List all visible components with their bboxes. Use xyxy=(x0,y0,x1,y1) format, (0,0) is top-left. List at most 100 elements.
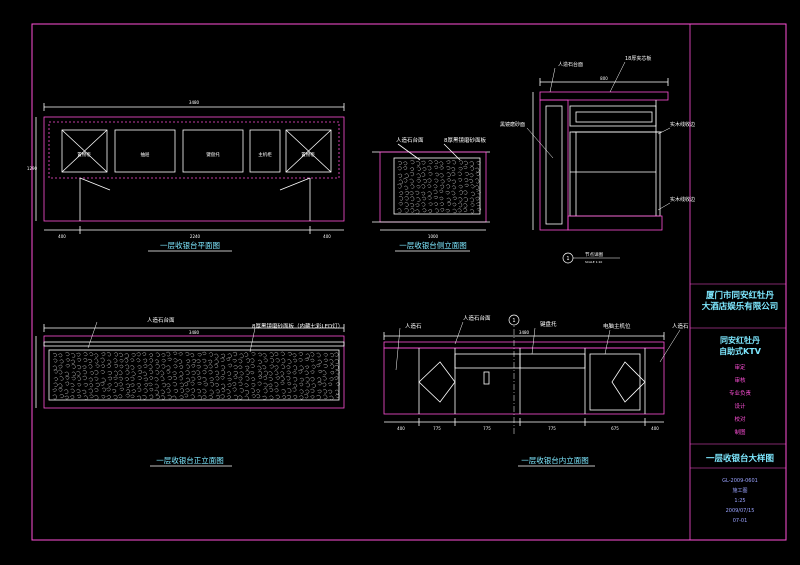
stone-hatch-mark xyxy=(131,353,136,357)
stone-hatch-mark xyxy=(262,376,268,380)
side-elevation xyxy=(372,143,490,231)
stone-hatch-mark xyxy=(446,172,451,177)
stone-hatch-mark xyxy=(415,161,421,166)
stone-hatch-mark xyxy=(166,383,171,388)
stone-hatch-mark xyxy=(118,352,124,357)
stone-hatch-mark xyxy=(468,179,474,183)
stone-hatch-mark xyxy=(155,370,160,375)
stone-hatch-mark xyxy=(269,395,274,400)
detail-marker-scale: SCALE 1:10 xyxy=(585,260,602,264)
stone-hatch-mark xyxy=(213,363,219,368)
stone-hatch-mark xyxy=(281,358,286,364)
stone-hatch-mark xyxy=(137,370,143,374)
stone-hatch-mark xyxy=(463,203,468,208)
stone-hatch-mark xyxy=(398,179,403,185)
stone-hatch-mark xyxy=(415,203,420,207)
stone-hatch-mark xyxy=(439,166,444,170)
stone-hatch-mark xyxy=(404,201,409,207)
stone-hatch-mark xyxy=(286,395,292,400)
stone-hatch-mark xyxy=(451,160,457,165)
stone-hatch-mark xyxy=(214,353,219,359)
stone-hatch-mark xyxy=(464,178,469,182)
inner-callout-2: 人造石台面 xyxy=(463,314,491,322)
front-stone-pattern xyxy=(52,351,341,401)
stone-hatch-mark xyxy=(143,377,148,382)
stone-hatch-mark xyxy=(310,352,315,357)
stone-hatch-mark xyxy=(107,383,112,387)
stone-hatch-mark xyxy=(220,369,226,375)
stone-hatch-mark xyxy=(255,393,261,399)
stone-hatch-mark xyxy=(321,382,327,387)
stone-hatch-mark xyxy=(220,383,226,389)
stone-hatch-mark xyxy=(190,381,195,386)
inner-dim-b3: 775 xyxy=(483,426,491,431)
stone-hatch-mark xyxy=(446,166,451,170)
stone-hatch-mark xyxy=(100,364,106,368)
stone-hatch-mark xyxy=(196,370,201,375)
stone-hatch-mark xyxy=(427,184,432,188)
stone-hatch-mark xyxy=(439,184,445,189)
stone-hatch-mark xyxy=(166,370,171,374)
stone-hatch-mark xyxy=(250,387,256,393)
stone-hatch-mark xyxy=(244,390,250,395)
detail-marker xyxy=(562,252,620,264)
stone-hatch-mark xyxy=(185,377,191,383)
inner-marker xyxy=(508,314,520,326)
stone-hatch-mark xyxy=(268,383,273,388)
stone-hatch-mark xyxy=(263,382,268,388)
stone-hatch-mark xyxy=(208,364,213,369)
stone-hatch-mark xyxy=(415,190,420,195)
stone-hatch-mark xyxy=(227,377,232,382)
stone-hatch-mark xyxy=(280,381,285,385)
stone-hatch-mark xyxy=(76,376,82,381)
stone-hatch-mark xyxy=(464,172,470,176)
stone-hatch-mark xyxy=(197,395,202,400)
stone-hatch-mark xyxy=(233,370,238,375)
stone-hatch-mark xyxy=(458,190,464,195)
stone-hatch-mark xyxy=(125,383,130,388)
stone-hatch-mark xyxy=(304,357,309,361)
stone-hatch-mark xyxy=(148,376,154,380)
stone-hatch-mark xyxy=(404,208,409,213)
front-callout-2: 8厚黑镜磨砂面板（内藏七彩LED灯） xyxy=(252,322,343,330)
stone-hatch-mark xyxy=(397,160,403,165)
stone-hatch-mark xyxy=(196,376,202,380)
stone-hatch-mark xyxy=(172,371,177,376)
stone-hatch-mark xyxy=(298,382,304,387)
stone-hatch-mark xyxy=(439,173,444,178)
stone-hatch-mark xyxy=(292,371,297,375)
stone-hatch-mark xyxy=(94,395,99,400)
side-title: 一层收银台侧立面图 xyxy=(399,240,467,250)
stone-hatch-mark xyxy=(323,364,328,369)
stone-hatch-mark xyxy=(220,364,226,370)
stone-hatch-mark xyxy=(142,358,148,363)
stone-hatch-mark xyxy=(148,364,153,370)
stone-hatch-mark xyxy=(244,383,249,388)
stone-hatch-mark xyxy=(422,208,427,213)
stone-hatch-mark xyxy=(299,365,304,371)
inner-marker-number: 1 xyxy=(512,318,515,324)
section-callout-2: 18厚夹芯板 xyxy=(625,55,651,62)
stone-hatch-mark xyxy=(94,388,99,392)
stone-hatch-mark xyxy=(433,165,439,169)
stone-hatch-mark xyxy=(113,370,119,376)
stone-hatch-mark xyxy=(148,388,154,392)
front-dim-top: 3480 xyxy=(189,330,200,335)
stone-hatch-mark xyxy=(268,371,273,376)
stone-hatch-mark xyxy=(178,365,184,369)
stone-hatch-mark xyxy=(183,382,189,387)
stone-hatch-mark xyxy=(427,209,433,213)
stone-hatch-mark xyxy=(439,196,444,201)
stone-hatch-mark xyxy=(70,353,76,358)
stone-hatch-mark xyxy=(451,179,456,184)
stone-hatch-mark xyxy=(476,161,481,165)
stone-hatch-mark xyxy=(403,161,408,166)
stone-hatch-mark xyxy=(476,190,481,195)
stone-hatch-mark xyxy=(257,381,262,386)
stone-hatch-mark xyxy=(285,375,291,381)
stone-hatch-mark xyxy=(475,178,480,184)
inner-title: 一层收银台内立面图 xyxy=(521,455,589,465)
stone-hatch-mark xyxy=(101,352,106,356)
stone-hatch-mark xyxy=(209,377,214,382)
